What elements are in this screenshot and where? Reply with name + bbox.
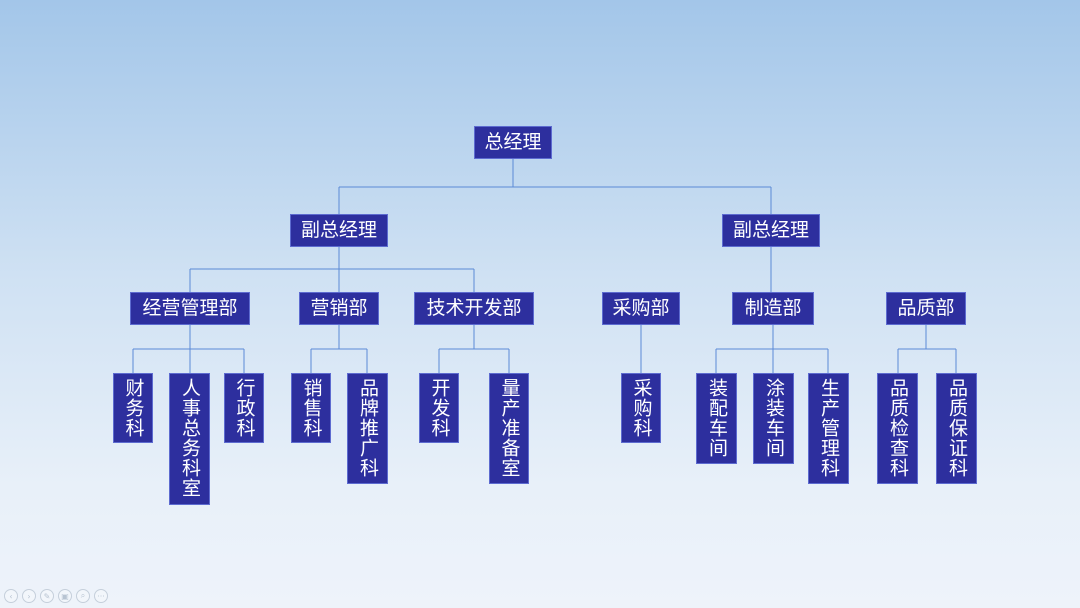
previous-slide-icon[interactable]: ‹ (4, 589, 18, 603)
node-section-brand: 品牌推广科 (347, 373, 388, 484)
node-section-production: 生产管理科 (808, 373, 849, 484)
node-vice-gm-left: 副总经理 (290, 214, 388, 247)
node-section-finance: 财务科 (113, 373, 153, 443)
node-dept-marketing: 营销部 (299, 292, 379, 325)
node-label: 制造部 (744, 297, 802, 319)
node-label: 生产管理科 (818, 378, 840, 478)
node-section-inspection: 品质检查科 (877, 373, 918, 484)
node-section-purchase: 采购科 (621, 373, 661, 443)
node-label: 量产准备室 (498, 378, 521, 478)
node-section-dev: 开发科 (419, 373, 459, 443)
node-label: 品质检查科 (887, 378, 909, 478)
node-dept-management: 经营管理部 (130, 292, 250, 325)
next-slide-icon[interactable]: › (22, 589, 36, 603)
node-label: 副总经理 (300, 219, 377, 241)
node-section-painting: 涂装车间 (753, 373, 794, 464)
node-label: 技术开发部 (426, 297, 522, 319)
node-section-mass-prep: 量产准备室 (489, 373, 529, 484)
node-label: 品质部 (897, 297, 955, 319)
more-options-icon[interactable]: ··· (94, 589, 108, 603)
node-label: 总经理 (484, 131, 542, 153)
node-label: 行政科 (233, 378, 256, 438)
node-label: 开发科 (428, 378, 451, 438)
node-label: 财务科 (122, 378, 145, 438)
node-section-assembly: 装配车间 (696, 373, 737, 464)
node-label: 采购部 (612, 297, 670, 319)
node-label: 品牌推广科 (357, 378, 379, 478)
pen-icon[interactable]: ✎ (40, 589, 54, 603)
slides-icon[interactable]: ▣ (58, 589, 72, 603)
node-label: 营销部 (310, 297, 368, 319)
node-section-sales: 销售科 (291, 373, 331, 443)
node-section-hr: 人事总务科室 (169, 373, 210, 505)
node-dept-tech: 技术开发部 (414, 292, 534, 325)
node-label: 销售科 (300, 378, 323, 438)
node-vice-gm-right: 副总经理 (722, 214, 820, 247)
slideshow-nav: ‹ › ✎ ▣ ⌕ ··· (4, 589, 108, 603)
node-label: 人事总务科室 (179, 378, 201, 498)
node-label: 装配车间 (706, 378, 728, 458)
node-label: 副总经理 (732, 219, 809, 241)
node-label: 品质保证科 (946, 378, 968, 478)
node-dept-quality: 品质部 (886, 292, 966, 325)
node-label: 采购科 (630, 378, 653, 438)
node-dept-purchasing: 采购部 (602, 292, 680, 325)
node-section-admin: 行政科 (224, 373, 264, 443)
zoom-icon[interactable]: ⌕ (76, 589, 90, 603)
node-label: 经营管理部 (142, 297, 238, 319)
node-section-assurance: 品质保证科 (936, 373, 977, 484)
node-general-manager: 总经理 (474, 126, 552, 159)
node-label: 涂装车间 (763, 378, 785, 458)
node-dept-manufacturing: 制造部 (732, 292, 814, 325)
